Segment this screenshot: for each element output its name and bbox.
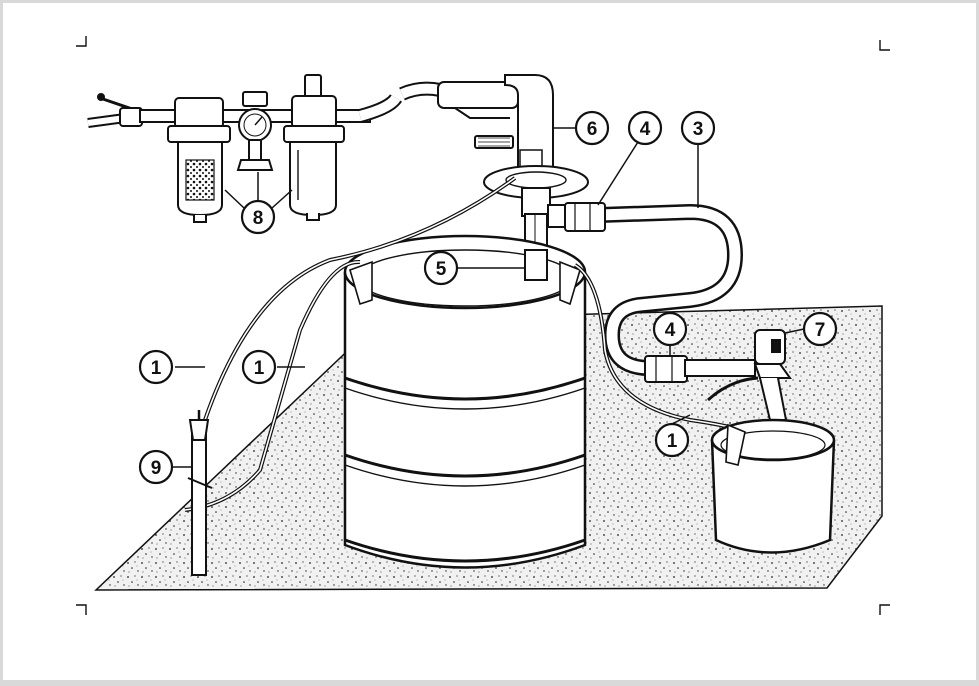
hose-fitting-bottom [644, 355, 756, 383]
callout-5: 5 [423, 250, 525, 286]
callout-4-top: 4 [597, 110, 663, 206]
callout-7: 7 [784, 311, 838, 347]
crop-marks [76, 36, 890, 615]
ground-wires-inner [184, 177, 741, 511]
air-hose-to-motor [358, 81, 442, 123]
dispensing-nozzle [706, 329, 792, 421]
ground-stake [187, 410, 213, 576]
svg-text:7: 7 [815, 320, 826, 341]
svg-text:1: 1 [254, 358, 265, 379]
callout-8: 8 [224, 172, 293, 235]
callout-1-middle: 1 [241, 349, 305, 385]
callout-6: 6 [553, 110, 610, 146]
svg-text:3: 3 [693, 119, 704, 140]
callout-4-bottom: 4 [652, 311, 688, 356]
svg-text:1: 1 [151, 358, 162, 379]
svg-text:8: 8 [253, 208, 264, 229]
svg-text:5: 5 [436, 259, 447, 280]
svg-text:4: 4 [640, 119, 651, 140]
svg-text:4: 4 [665, 320, 676, 341]
callout-3: 3 [680, 110, 716, 208]
callout-1-left: 1 [138, 349, 205, 385]
callout-1-right: 1 [654, 414, 691, 458]
svg-text:9: 9 [151, 458, 162, 479]
svg-text:6: 6 [587, 119, 598, 140]
hose-fitting-top [547, 202, 606, 232]
delivery-hose [599, 203, 744, 376]
air-lubricator-unit-right [283, 74, 345, 221]
bucket [710, 418, 836, 554]
callout-9: 9 [138, 449, 192, 485]
svg-text:1: 1 [667, 431, 678, 452]
pressure-regulator [236, 91, 274, 171]
drum [343, 234, 587, 569]
air-filter-unit-left [167, 97, 231, 223]
